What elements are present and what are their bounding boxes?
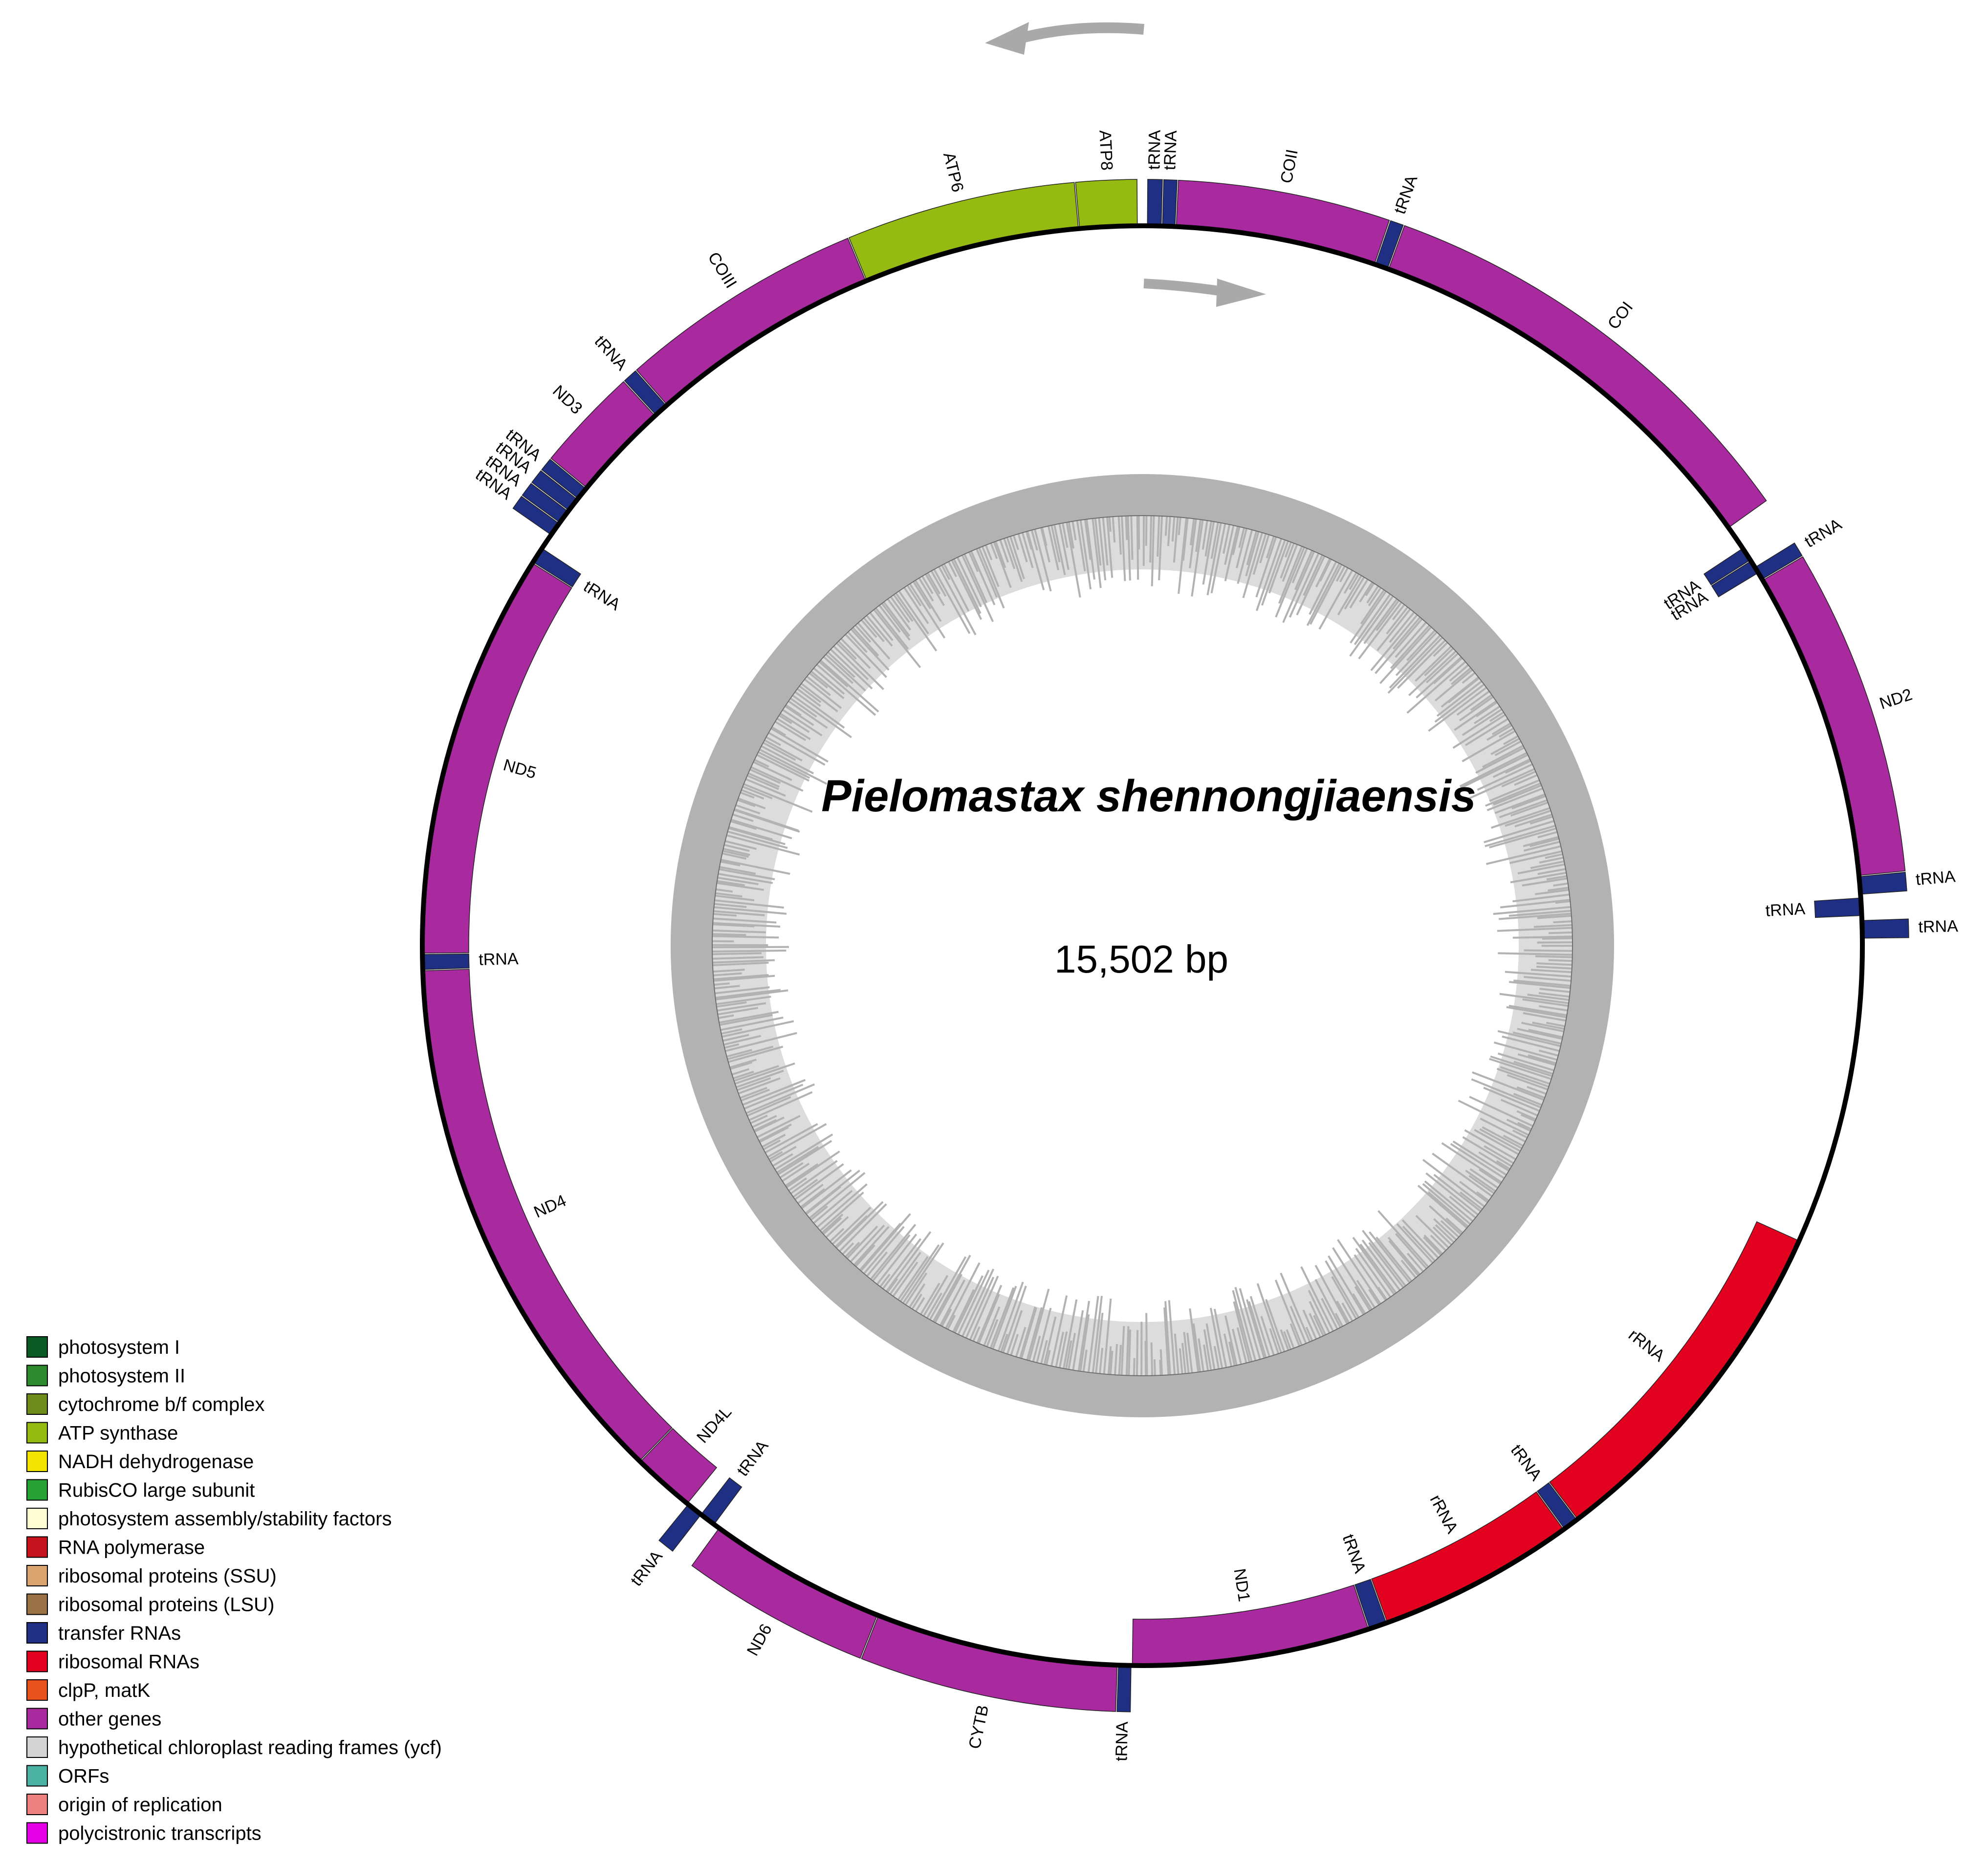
- gene-block-atp8-35: [1075, 179, 1138, 229]
- gene-block-rrna-12: [1549, 1221, 1800, 1520]
- legend-label-13: other genes: [58, 1709, 161, 1730]
- legend-label-9: ribosomal proteins (LSU): [58, 1594, 274, 1616]
- gene-label-coiii-33: COIII: [704, 249, 740, 291]
- legend-label-0: photosystem I: [58, 1337, 180, 1358]
- legend-swatch-15: [26, 1765, 48, 1787]
- legend-label-1: photosystem II: [58, 1365, 185, 1387]
- gene-block-coi-4: [1388, 225, 1767, 528]
- legend-label-6: photosystem assembly/stability factors: [58, 1508, 392, 1530]
- legend-label-7: RNA polymerase: [58, 1537, 205, 1559]
- gene-label-trna-1: tRNA: [1160, 130, 1180, 171]
- gene-label-trna-17: tRNA: [1112, 1721, 1132, 1761]
- gene-block-trna-24: [422, 954, 470, 970]
- legend-swatch-16: [26, 1794, 48, 1815]
- gc-midline: [712, 515, 1573, 1376]
- gene-label-atp8-35: ATP8: [1095, 130, 1116, 171]
- gene-label-trna-24: tRNA: [479, 950, 519, 969]
- legend-swatch-10: [26, 1622, 48, 1644]
- gene-label-trna-15: tRNA: [1339, 1532, 1370, 1576]
- legend-label-14: hypothetical chloroplast reading frames …: [58, 1737, 442, 1758]
- gene-label-trna-21: tRNA: [627, 1547, 666, 1589]
- gene-label-trna-10: tRNA: [1765, 900, 1806, 920]
- gene-label-trna-3: tRNA: [1391, 173, 1421, 217]
- legend-label-2: cytochrome b/f complex: [58, 1394, 264, 1415]
- gene-block-trna-10: [1814, 897, 1862, 918]
- gene-block-coiii-33: [636, 238, 866, 406]
- gene-block-trna-1: [1162, 179, 1178, 227]
- legend-label-3: ATP synthase: [58, 1423, 178, 1444]
- gene-label-trna-26: tRNA: [580, 577, 624, 614]
- legend-swatch-9: [26, 1593, 48, 1615]
- gene-label-nd5-25: ND5: [501, 756, 538, 782]
- gene-block-trna-11: [1861, 918, 1909, 939]
- gc-content-ticks: [712, 515, 1573, 1376]
- gene-block-coii-2: [1176, 179, 1390, 265]
- legend: photosystem I photosystem II cytochrome b/…: [26, 1336, 442, 1844]
- gene-label-trna-20: tRNA: [733, 1437, 772, 1480]
- legend-swatch-4: [26, 1451, 48, 1472]
- gene-block-trna-17: [1116, 1665, 1132, 1712]
- gene-label-nd6-19: ND6: [743, 1621, 776, 1659]
- legend-label-15: ORFs: [58, 1766, 109, 1787]
- legend-label-11: ribosomal RNAs: [58, 1651, 199, 1673]
- legend-swatch-12: [26, 1679, 48, 1701]
- gene-block-trna-0: [1147, 179, 1163, 227]
- legend-swatch-5: [26, 1479, 48, 1501]
- gene-label-trna-0: tRNA: [1145, 130, 1164, 170]
- gc-content-ring: [671, 474, 1614, 1417]
- gene-label-nd4l-22: ND4L: [693, 1403, 735, 1447]
- genome-backbone-circle: [420, 223, 1865, 1668]
- strand-direction-arrows: [985, 22, 1266, 307]
- legend-label-17: polycistronic transcripts: [58, 1823, 262, 1844]
- gene-label-atp6-34: ATP6: [939, 151, 967, 194]
- legend-swatch-3: [26, 1422, 48, 1444]
- legend-swatch-8: [26, 1565, 48, 1586]
- legend-swatch-2: [26, 1393, 48, 1415]
- gene-block-trna-9: [1858, 871, 1907, 895]
- gene-label-rrna-14: rRNA: [1426, 1492, 1462, 1537]
- legend-swatch-1: [26, 1365, 48, 1387]
- gene-label-coii-2: COII: [1277, 148, 1302, 185]
- gene-label-trna-9: tRNA: [1915, 867, 1956, 889]
- legend-swatch-7: [26, 1536, 48, 1558]
- gene-label-trna-11: tRNA: [1918, 917, 1958, 936]
- gene-label-nd4-23: ND4: [531, 1191, 569, 1221]
- gene-track: [422, 179, 1909, 1712]
- gene-block-rrna-14: [1371, 1491, 1564, 1624]
- gene-label-nd3-31: ND3: [549, 382, 586, 418]
- gene-label-nd1-16: ND1: [1230, 1567, 1253, 1603]
- legend-label-16: origin of replication: [58, 1794, 222, 1816]
- species-name: Pielomastax shennongjiaensis: [821, 771, 1476, 821]
- gene-block-nd6-19: [691, 1527, 878, 1659]
- gene-label-rrna-12: rRNA: [1625, 1325, 1668, 1365]
- gene-block-nd2-8: [1762, 556, 1906, 876]
- legend-swatch-17: [26, 1822, 48, 1844]
- gene-label-trna-7: tRNA: [1801, 515, 1845, 551]
- gene-label-cytb-18: CYTB: [965, 1703, 993, 1751]
- legend-swatch-6: [26, 1508, 48, 1529]
- legend-swatch-14: [26, 1736, 48, 1758]
- legend-swatch-0: [26, 1336, 48, 1358]
- legend-label-4: NADH dehydrogenase: [58, 1451, 254, 1473]
- genome-size: 15,502 bp: [1054, 937, 1228, 981]
- legend-label-10: transfer RNAs: [58, 1623, 181, 1644]
- legend-label-12: clpP, matK: [58, 1680, 151, 1701]
- legend-label-8: ribosomal proteins (SSU): [58, 1565, 277, 1587]
- forward-strand-arrowhead: [1216, 279, 1266, 307]
- legend-label-5: RubisCO large subunit: [58, 1480, 255, 1501]
- forward-strand-arrow: [1143, 279, 1223, 296]
- gene-label-trna-32: tRNA: [591, 332, 632, 374]
- reverse-strand-arrow: [1015, 22, 1144, 44]
- gene-label-nd2-8: ND2: [1877, 685, 1914, 713]
- legend-swatch-11: [26, 1650, 48, 1672]
- gene-label-coi-4: COI: [1604, 298, 1637, 333]
- legend-swatch-13: [26, 1708, 48, 1730]
- gene-label-trna-13: tRNA: [1507, 1441, 1546, 1484]
- gc-content-band: [671, 474, 1614, 1417]
- reverse-strand-arrowhead: [985, 22, 1029, 55]
